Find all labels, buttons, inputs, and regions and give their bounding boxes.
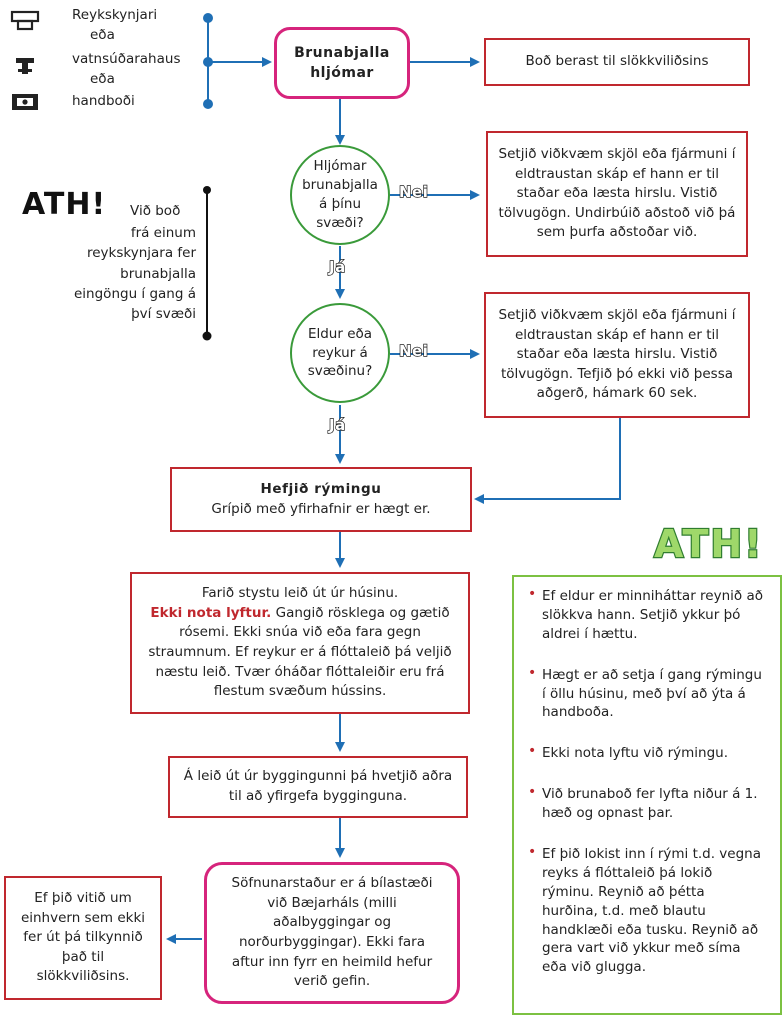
- note-right-box: Ef eldur er minniháttar reynið að slökkv…: [512, 575, 782, 1015]
- exit-no-lift: Ekki nota lyftur.: [150, 604, 272, 621]
- decision-fire: Eldur eða reykur á svæðinu?: [290, 303, 390, 403]
- legend-or: eða: [90, 27, 115, 43]
- note-item: Ef þið lokist inn í rými t.d. vegna reyk…: [526, 843, 764, 977]
- connector-layer: [166, 13, 621, 944]
- label-yes-zone: Já: [328, 257, 346, 276]
- note-item: Hægt er að setja í gang rýmingu í öllu h…: [526, 664, 764, 723]
- label-no-fire: Nei: [398, 341, 429, 360]
- note-left-text2: frá einum reykskynjara fer brunabjalla e…: [74, 225, 196, 322]
- node-notify-text: Boð berast til slökkviliðsins: [525, 53, 709, 70]
- exit-text-b: Gangið rösklega og gætið rósemi. Ekki sn…: [148, 604, 452, 700]
- note-right-heading: ATH!: [653, 522, 764, 566]
- node-evacuate-sub: Grípið með yfirhafnir er hægt er.: [211, 500, 431, 517]
- sprinkler-icon: [16, 58, 34, 74]
- node-alarm: Brunabjalla hljómar: [274, 27, 410, 99]
- node-no-fire-action: Setjið viðkvæm skjöl eða fjármuni í eldt…: [484, 292, 750, 418]
- label-no-zone: Nei: [398, 182, 429, 201]
- decision-fire-text: Eldur eða reykur á svæðinu?: [307, 325, 373, 380]
- note-right-list: Ef eldur er minniháttar reynið að slökkv…: [526, 585, 764, 977]
- manual-call-point-icon: [12, 94, 38, 110]
- node-exit-instructions: Farið stystu leið út úr húsinu. Ekki not…: [130, 572, 470, 714]
- note-left-heading: ATH!: [22, 187, 107, 222]
- node-no-fire-text: Setjið viðkvæm skjöl eða fjármuni í eldt…: [498, 307, 736, 402]
- node-evacuate: Hefjið rýmingu Grípið með yfirhafnir er …: [170, 467, 472, 532]
- node-alarm-text: Brunabjalla hljómar: [294, 44, 390, 81]
- legend-or: eða: [90, 71, 115, 87]
- exit-text-a: Farið stystu leið út úr húsinu.: [201, 585, 399, 602]
- node-assembly-text: Söfnunarstaður er á bílastæði við Bæjarh…: [231, 875, 433, 990]
- node-missing-person: Ef þið vitið um einhvern sem ekki fer út…: [4, 876, 162, 1000]
- note-item: Ekki nota lyftu við rýmingu.: [526, 742, 764, 763]
- node-assembly-point: Söfnunarstaður er á bílastæði við Bæjarh…: [204, 862, 460, 1004]
- node-not-zone-action: Setjið viðkvæm skjöl eða fjármuni í eldt…: [486, 131, 748, 257]
- legend-smoke-detector: Reykskynjari: [72, 7, 158, 23]
- node-missing-text: Ef þið vitið um einhvern sem ekki fer út…: [20, 890, 146, 985]
- node-evacuate-title: Hefjið rýmingu: [260, 480, 382, 497]
- note-item: Ef eldur er minniháttar reynið að slökkv…: [526, 585, 764, 644]
- note-item: Við brunaboð fer lyfta niður á 1. hæð og…: [526, 783, 764, 823]
- legend-sprinkler: vatnsúðarahaus: [72, 51, 181, 67]
- smoke-detector-icon: [10, 10, 40, 31]
- legend-call-point: handboði: [72, 93, 135, 109]
- node-not-zone-text: Setjið viðkvæm skjöl eða fjármuni í eldt…: [498, 146, 736, 241]
- decision-zone: Hljómar brunabjalla á þínu svæði?: [290, 145, 390, 245]
- node-encourage-text: Á leið út úr byggingunni þá hvetjið aðra…: [183, 768, 453, 804]
- node-encourage: Á leið út úr byggingunni þá hvetjið aðra…: [168, 756, 468, 818]
- note-left-text1: Við boð: [130, 203, 181, 219]
- label-yes-fire: Já: [328, 415, 346, 434]
- decision-zone-text: Hljómar brunabjalla á þínu svæði?: [302, 158, 378, 231]
- node-notify: Boð berast til slökkviliðsins: [484, 38, 750, 86]
